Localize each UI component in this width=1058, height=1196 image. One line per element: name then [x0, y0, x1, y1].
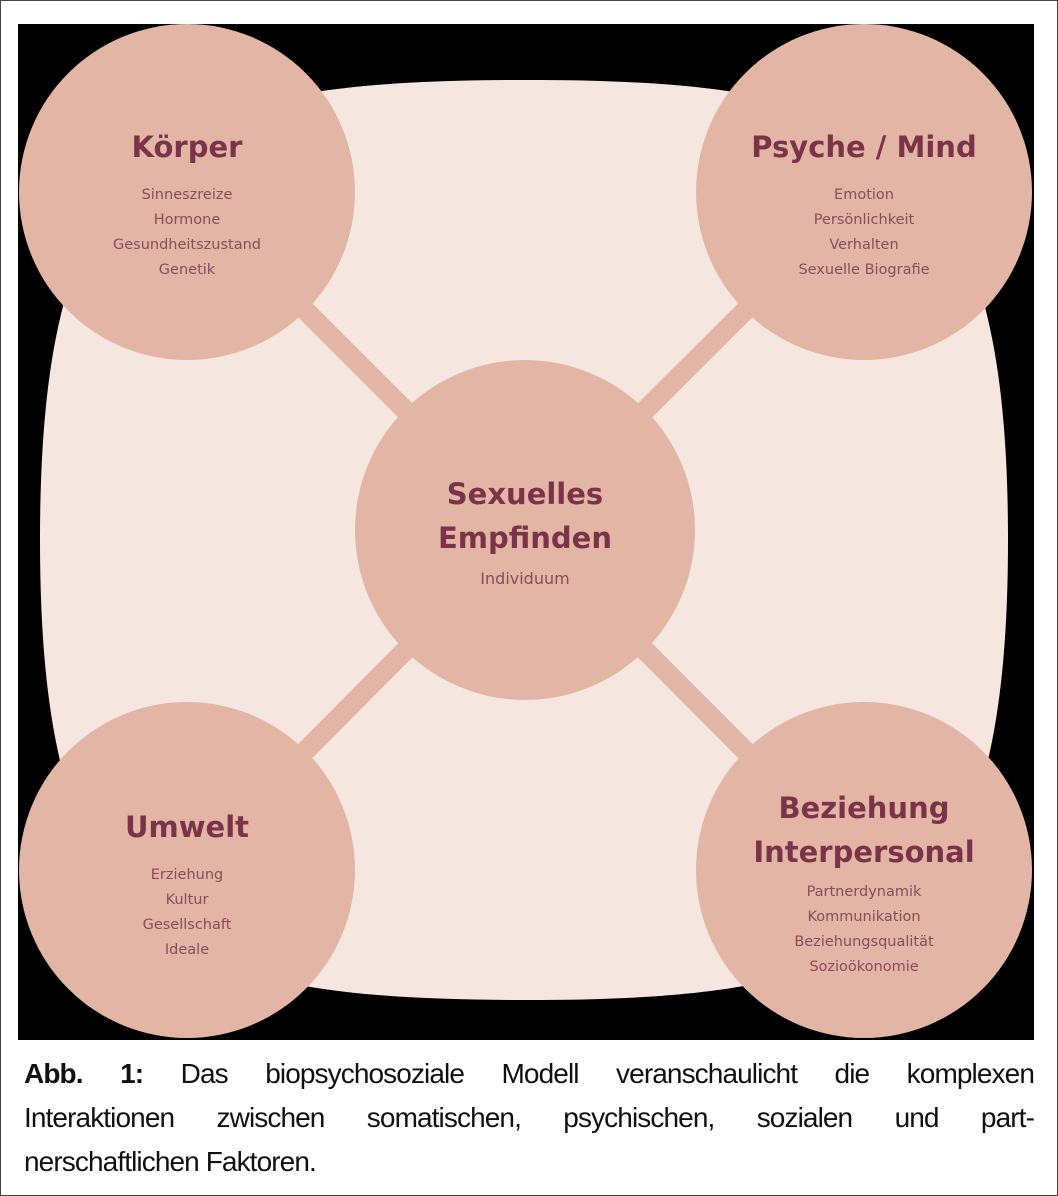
caption-label: Abb. 1:	[24, 1058, 144, 1089]
node-center: Sexuelles Empfinden Individuum	[375, 472, 675, 591]
node-item: Verhalten	[829, 237, 899, 253]
node-item: Hormone	[153, 212, 221, 228]
node-item: Erziehung	[150, 867, 224, 883]
circle-koerper	[19, 24, 355, 360]
node-subtitle: Individuum	[480, 569, 570, 588]
node-item: Ideale	[164, 942, 210, 958]
node-title: Empfinden	[438, 521, 612, 555]
node-item: Beziehungsqualität	[794, 934, 934, 950]
node-title: Sexuelles	[446, 477, 604, 511]
node-item: Sexuelle Biografie	[798, 262, 930, 278]
node-item: Kommunikation	[807, 909, 921, 925]
node-item: Emotion	[834, 187, 894, 203]
node-item: Genetik	[158, 262, 216, 278]
node-title: Umwelt	[124, 810, 250, 844]
caption-line: Abb. 1: Das biopsychosoziale Modell vera…	[24, 1052, 1035, 1096]
circle-umwelt	[19, 702, 355, 1038]
circle-beziehung	[696, 702, 1032, 1038]
node-title: Psyche / Mind	[751, 130, 977, 164]
circle-center	[355, 360, 695, 700]
node-item: Persönlichkeit	[813, 212, 915, 228]
node-item: Sinneszreize	[141, 187, 233, 203]
diagram-shapes	[19, 24, 1032, 1038]
caption-text: Das biopsychosoziale Modell veranschauli…	[180, 1058, 1035, 1089]
circle-psyche	[696, 24, 1032, 360]
node-title: Körper	[131, 130, 243, 164]
figure-caption: Abb. 1: Das biopsychosoziale Modell vera…	[24, 1052, 1035, 1184]
node-koerper: Körper Sinneszreize Hormone Gesundheitsz…	[37, 125, 337, 283]
node-item: Gesundheitszustand	[113, 237, 261, 253]
node-title: Beziehung	[778, 791, 950, 825]
node-title: Interpersonal	[753, 835, 975, 869]
caption-line: Interaktionen zwischen somatischen, psyc…	[24, 1102, 1035, 1133]
caption-line: nerschaftlichen Faktoren.	[24, 1146, 317, 1177]
diagram-panel: Körper Sinneszreize Hormone Gesundheitsz…	[18, 24, 1034, 1040]
node-item: Sozioökonomie	[809, 959, 919, 975]
node-umwelt: Umwelt Erziehung Kultur Gesellschaft Ide…	[37, 805, 337, 963]
node-item: Kultur	[165, 892, 209, 908]
node-psyche: Psyche / Mind Emotion Persönlichkeit Ver…	[714, 125, 1014, 283]
node-beziehung: Beziehung Interpersonal Partnerdynamik K…	[714, 786, 1014, 980]
node-item: Gesellschaft	[142, 917, 232, 933]
node-item: Partnerdynamik	[806, 884, 922, 900]
